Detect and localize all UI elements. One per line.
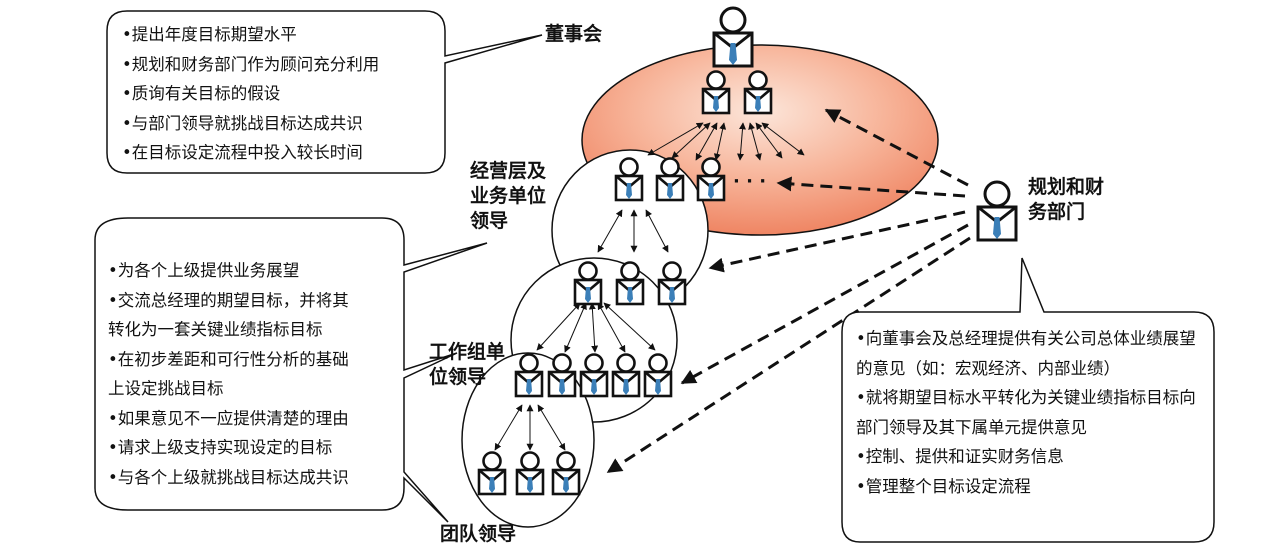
ellipsis: · · ·	[733, 171, 766, 192]
team-arrows	[494, 404, 566, 451]
unit-person-icon	[579, 353, 609, 398]
managers-callout: •为各个上级提供业务展望 •交流总经理的期望目标，并将其 转化为一套关键业绩指标…	[108, 256, 349, 492]
board-label: 董事会	[545, 23, 603, 45]
planning-callout: •向董事会及总经理提供有关公司总体业绩展望的意见（如：宏观经济、内部业绩） •就…	[856, 324, 1206, 501]
workgroup-person-icon	[657, 261, 687, 306]
management-label: 经营层及 业务单位 领导	[470, 160, 547, 232]
unit-person-icon	[611, 353, 641, 398]
managers-callout-bubble	[94, 217, 488, 523]
callout-item: •规划和财务部门作为顾问充分利用	[122, 54, 380, 74]
manager-person-icon	[655, 157, 685, 202]
callout-item: •控制、提供和证实财务信息	[856, 447, 1064, 466]
workgroup-person-icon	[573, 261, 603, 306]
callout-item: •交流总经理的期望目标，并将其	[108, 290, 349, 310]
planning-label: 规划和财 务部门	[1028, 176, 1105, 223]
board-arrows	[647, 122, 805, 161]
unit-person-icon	[643, 353, 673, 398]
workgroup-label: 工作组单 位领导	[429, 341, 506, 388]
callout-item: •管理整个目标设定流程	[856, 476, 1031, 496]
callout-item: •与各个上级就挑战目标达成共识	[108, 467, 349, 487]
board-member-person-icon	[743, 70, 773, 115]
callout-item: •在初步差距和可行性分析的基础	[108, 349, 349, 369]
callout-item: •向董事会及总经理提供有关公司总体业绩展望的意见（如：宏观经济、内部业绩）	[856, 329, 1196, 378]
management-arrows	[597, 209, 669, 253]
callout-item: 上设定挑战目标	[108, 379, 224, 398]
board-member-person-icon	[701, 70, 731, 115]
planning-person-icon	[976, 180, 1018, 242]
workgroup-person-icon	[615, 261, 645, 306]
callout-item: •提出年度目标期望水平	[122, 25, 297, 44]
planning-callout-bubble	[841, 257, 1215, 543]
callout-item: •与部门领导就挑战目标达成共识	[122, 113, 363, 133]
manager-person-icon	[696, 157, 726, 202]
team-label: 团队领导	[440, 523, 517, 545]
board-callout: •提出年度目标期望水平 •规划和财务部门作为顾问充分利用 •质询有关目标的假设 …	[122, 20, 379, 168]
callout-item: •为各个上级提供业务展望	[108, 261, 300, 280]
callout-item: •质询有关目标的假设	[122, 84, 281, 103]
workgroup-arrows	[536, 302, 656, 353]
callout-item: 转化为一套关键业绩指标目标	[108, 320, 323, 339]
unit-person-icon	[547, 353, 577, 398]
callout-item: •请求上级支持实现设定的目标	[108, 438, 333, 457]
callout-item: •在目标设定流程中投入较长时间	[122, 143, 363, 162]
unit-person-icon	[514, 353, 544, 398]
planning-dashed-arrows	[606, 108, 971, 474]
callout-item: •如果意见不一应提供清楚的理由	[108, 408, 349, 428]
manager-person-icon	[614, 157, 644, 202]
team-person-icon	[477, 451, 507, 496]
team-person-icon	[515, 451, 545, 496]
board-chair-person-icon	[712, 6, 754, 68]
team-person-icon	[551, 451, 581, 496]
board-callout-bubble	[106, 10, 543, 174]
callout-item: •就将期望目标水平转化为关键业绩指标目标向部门领导及其下属单元提供意见	[856, 388, 1196, 437]
